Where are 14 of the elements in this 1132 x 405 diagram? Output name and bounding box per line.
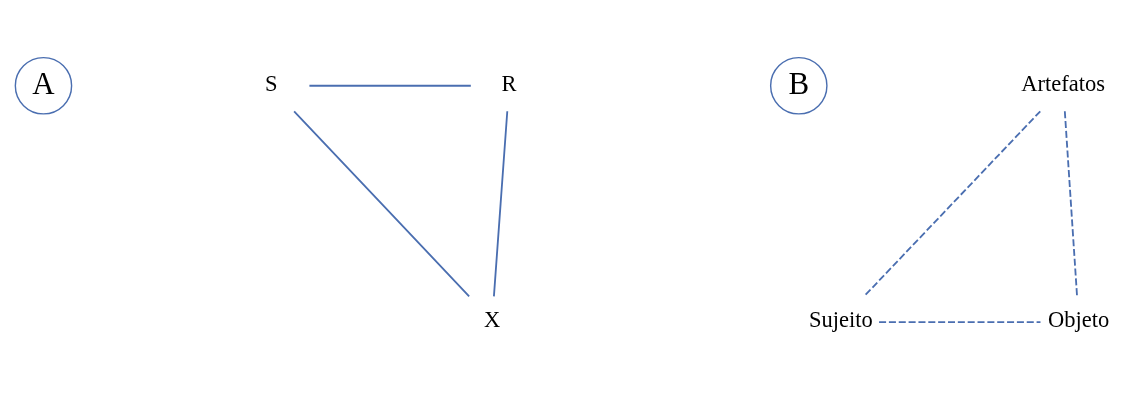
node-text: S xyxy=(265,71,278,97)
node-circle: A xyxy=(14,56,73,115)
connector xyxy=(878,321,1042,323)
connector xyxy=(293,110,471,298)
node-text: R xyxy=(501,71,517,97)
node-circle: B xyxy=(769,56,828,115)
connector xyxy=(493,110,509,298)
node-text: Artefatos xyxy=(1021,71,1106,97)
node-text: Sujeito xyxy=(809,307,873,333)
connector xyxy=(1063,110,1078,298)
connector xyxy=(863,110,1042,298)
connector xyxy=(308,84,472,87)
node-text: Objeto xyxy=(1048,307,1110,333)
node-text: X xyxy=(484,307,501,333)
